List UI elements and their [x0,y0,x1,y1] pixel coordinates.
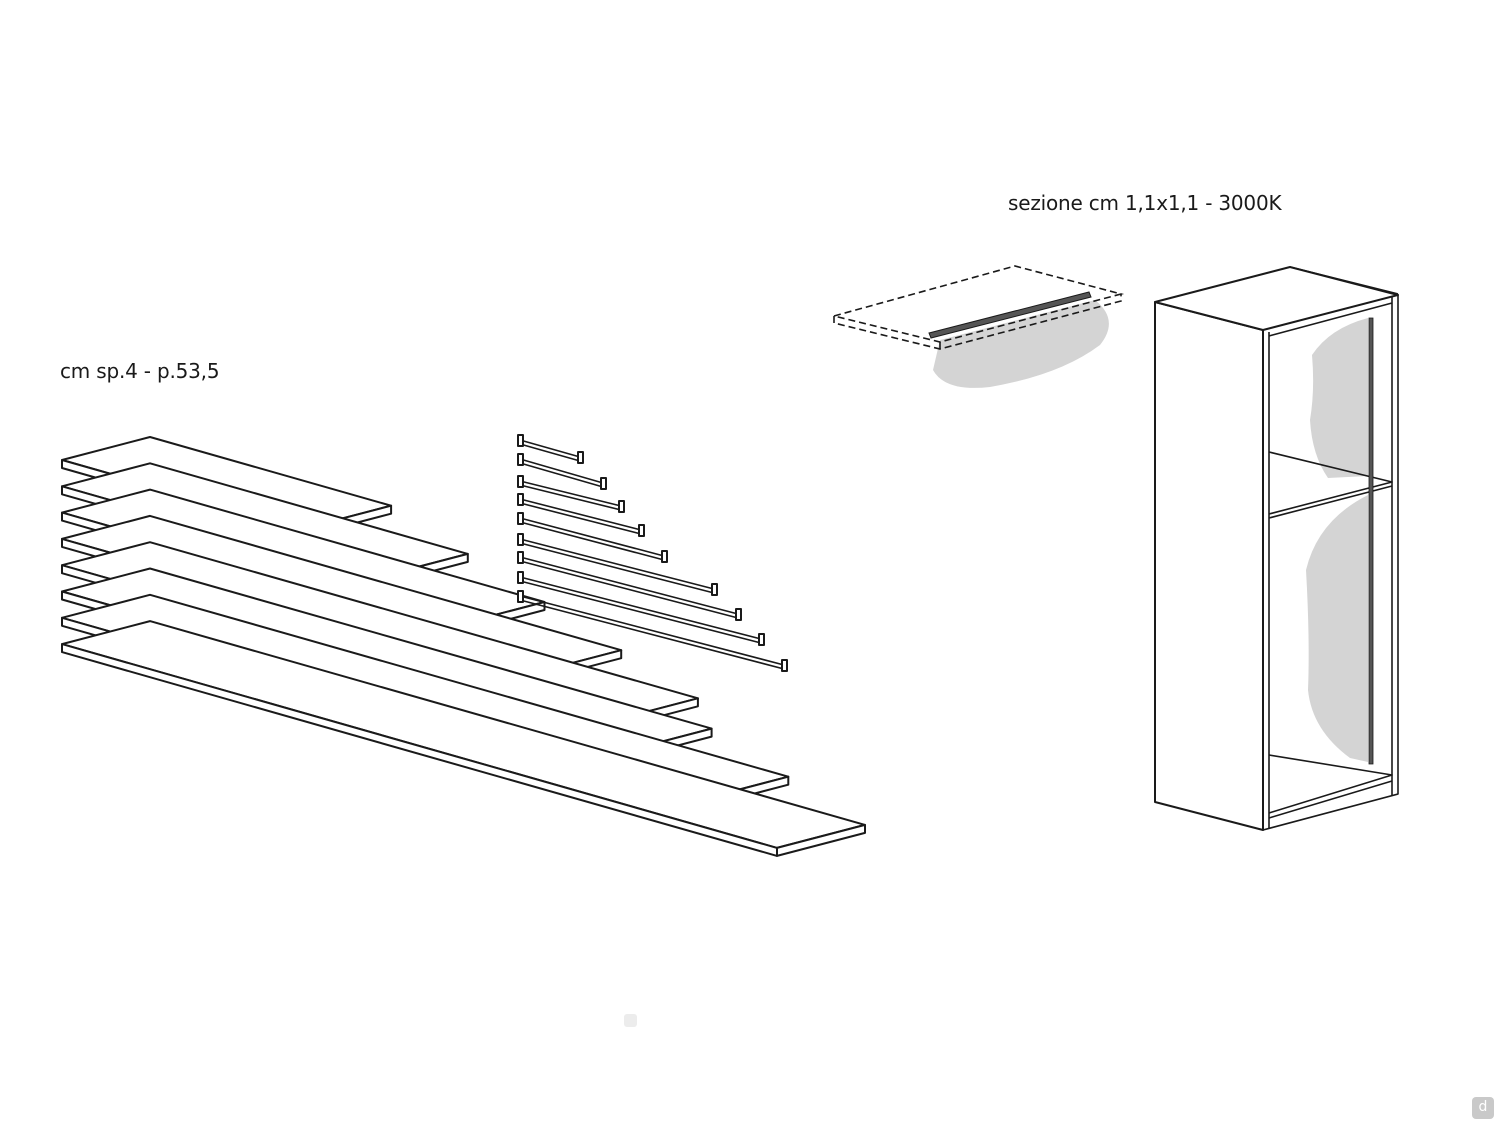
light-glow [933,300,1109,388]
led-spec-label: sezione cm 1,1x1,1 - 3000K [1008,191,1282,215]
cabinet-back-edge [1262,295,1399,831]
cabinet [1154,266,1399,831]
shelf-stack [61,436,866,857]
rod-set [517,434,788,672]
cabinet-bottom [1268,754,1393,819]
lit-shelf [830,265,1125,388]
cabinet-side-panel [1154,301,1264,831]
brand-logo-icon: d [1472,1097,1494,1119]
hanging-rod [517,453,607,490]
cabinet-glow-upper [1310,318,1368,478]
hanging-rod [517,475,625,513]
hanging-rod [517,434,584,464]
shelf-spec-label: cm sp.4 - p.53,5 [60,359,220,383]
hanging-rod [517,512,668,563]
decorative-dot [624,1014,637,1027]
shelf-board [61,620,866,857]
cabinet-glow-lower [1306,495,1368,762]
hanging-rod [517,493,645,537]
hanging-rod [517,590,788,672]
led-strip [928,291,1092,339]
hanging-rod [517,533,718,596]
cabinet-led-strip [1368,317,1374,765]
hanging-rod [517,571,765,646]
hanging-rod [517,551,742,621]
